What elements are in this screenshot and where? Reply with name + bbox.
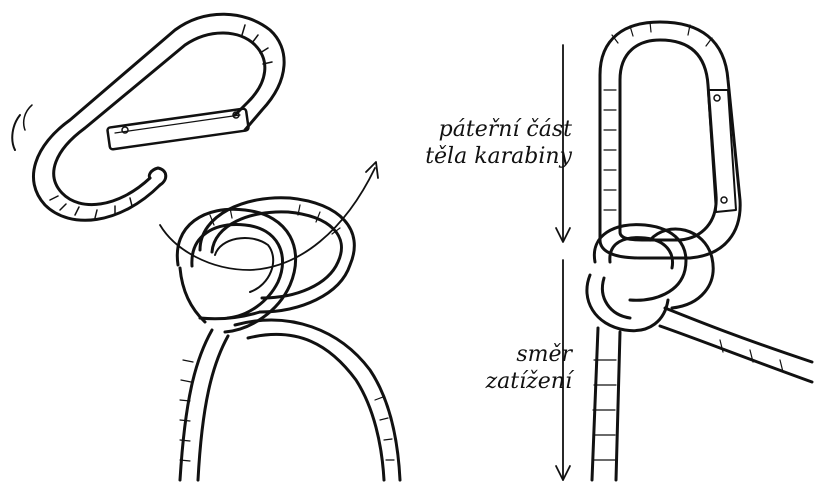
load-label-line1: směr (486, 341, 572, 368)
right-rope-hitch (587, 225, 812, 480)
left-carabiner (12, 14, 284, 220)
right-carabiner (600, 22, 740, 258)
load-direction-label: směr zatížení (486, 341, 572, 395)
spine-label: páteřní část těla karabiny (425, 116, 572, 170)
spine-label-line1: páteřní část (425, 116, 572, 143)
left-rope-hitch (177, 198, 400, 480)
spine-label-line2: těla karabiny (425, 143, 572, 170)
load-label-line2: zatížení (486, 368, 572, 395)
